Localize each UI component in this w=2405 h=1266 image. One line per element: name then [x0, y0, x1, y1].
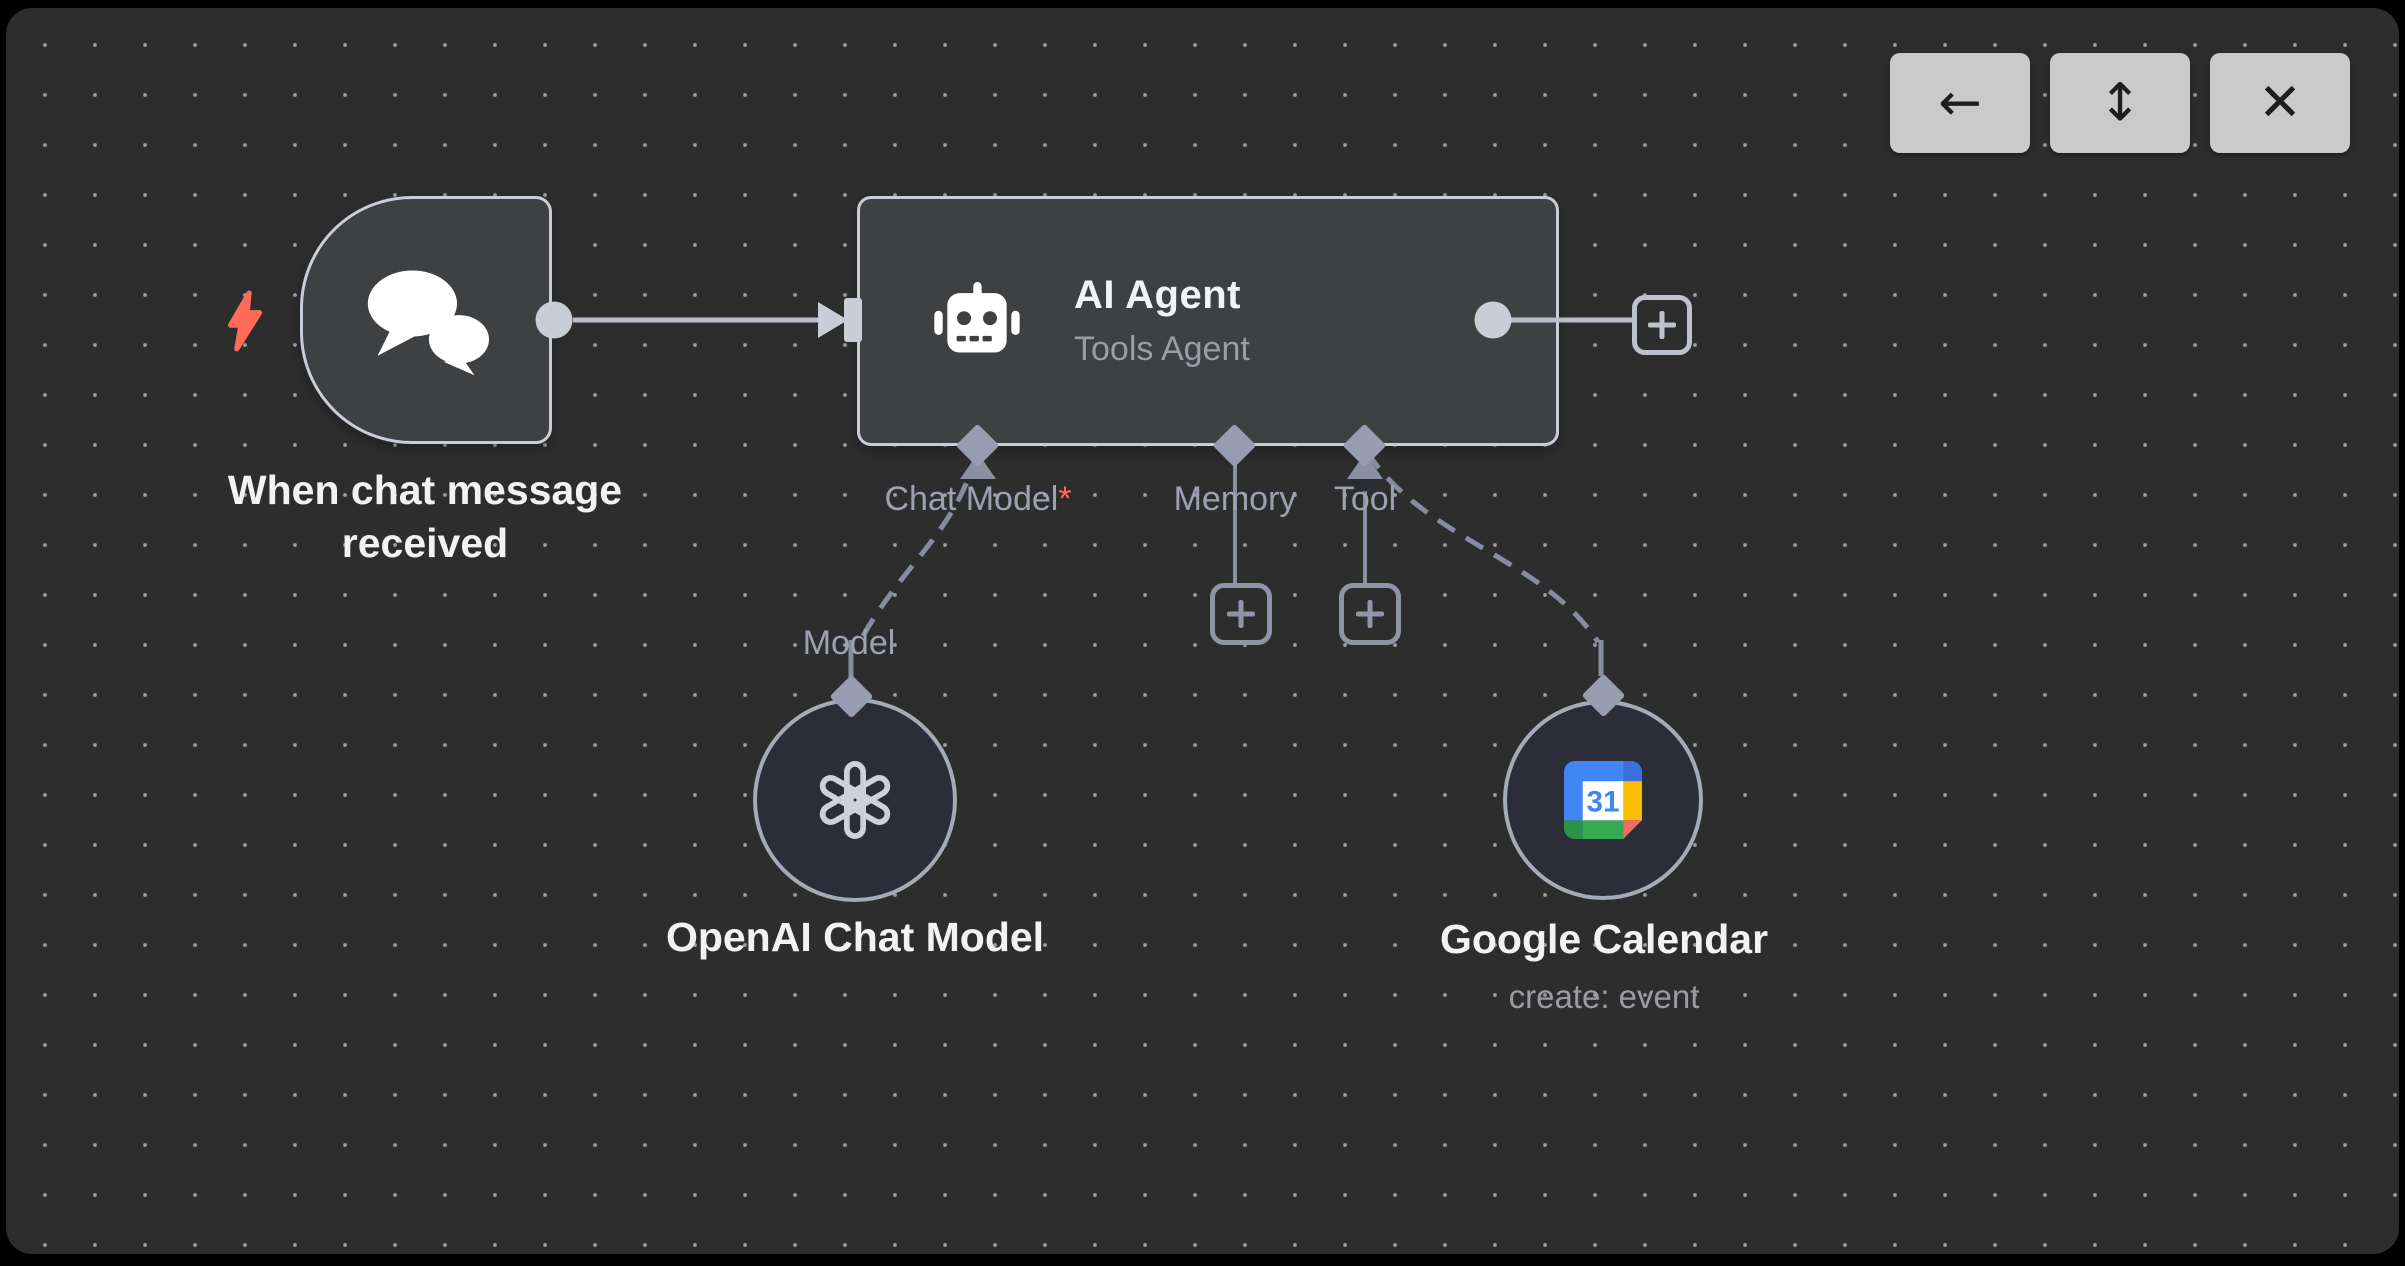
- port-label-tool: Tool: [1334, 480, 1396, 519]
- memory-label-text: Memory: [1173, 480, 1297, 518]
- port-label-chat-model: Chat Model*: [884, 480, 1071, 519]
- gcal-node-label: Google Calendar: [1439, 916, 1769, 962]
- add-memory-button[interactable]: [1210, 583, 1272, 645]
- calendar-day-number: 31: [1587, 785, 1620, 818]
- close-icon: ✕: [2258, 73, 2302, 133]
- openai-node-label: OpenAI Chat Model: [665, 914, 1045, 960]
- agent-subtitle: Tools Agent: [1074, 330, 1250, 368]
- node-ai-agent[interactable]: AI Agent Tools Agent: [857, 196, 1559, 446]
- add-tool-button[interactable]: [1339, 583, 1401, 645]
- node-when-chat-message-received[interactable]: [300, 196, 552, 444]
- canvas-grid[interactable]: [6, 8, 2399, 1254]
- back-arrow-icon: ←: [1938, 73, 1982, 133]
- port-label-memory: Memory: [1174, 480, 1297, 519]
- node-openai-chat-model[interactable]: [753, 698, 957, 902]
- back-button[interactable]: ←: [1890, 53, 2030, 153]
- fit-vertical-button[interactable]: ↕: [2050, 53, 2190, 153]
- gcal-node-sublabel: create: event: [1508, 978, 1700, 1015]
- trigger-lightning-icon: [227, 290, 263, 352]
- robot-icon: [934, 282, 1020, 353]
- node-google-calendar[interactable]: 31: [1503, 700, 1703, 900]
- tool-label-text: Tool: [1333, 480, 1397, 518]
- trigger-node-label: When chat message received: [227, 467, 623, 566]
- openai-logo-icon: [819, 761, 891, 839]
- agent-title: AI Agent: [1074, 273, 1241, 317]
- chat-model-label-text: Chat Model: [884, 480, 1059, 518]
- required-asterisk: *: [1058, 480, 1072, 518]
- google-calendar-icon: 31: [1564, 761, 1642, 839]
- close-button[interactable]: ✕: [2210, 53, 2350, 153]
- add-node-button[interactable]: [1632, 295, 1692, 355]
- arrows-vertical-icon: ↕: [2098, 73, 2142, 133]
- chat-bubbles-icon: [367, 270, 490, 376]
- model-port-label: Model: [802, 624, 896, 662]
